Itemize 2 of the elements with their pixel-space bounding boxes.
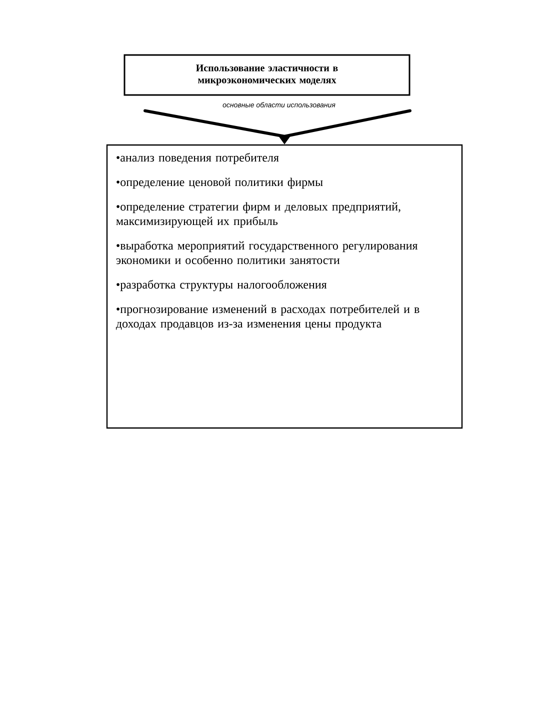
text-box: Использование эластичности в микроэкономических моделях	[124, 54, 410, 96]
text-box: •анализ поведения потребителя •определение ценовой политики фирмы •определение стратегии фирм и деловых предприятий, максимизирующей их прибыль •выработка мероприятий государственного регулирования экономики и особенно политики занятости •разработка структуры налогообложения •прогнозирование изменений в расходах потребителей и в доходах продавцов из-за изменения цены продукта	[106, 144, 463, 429]
